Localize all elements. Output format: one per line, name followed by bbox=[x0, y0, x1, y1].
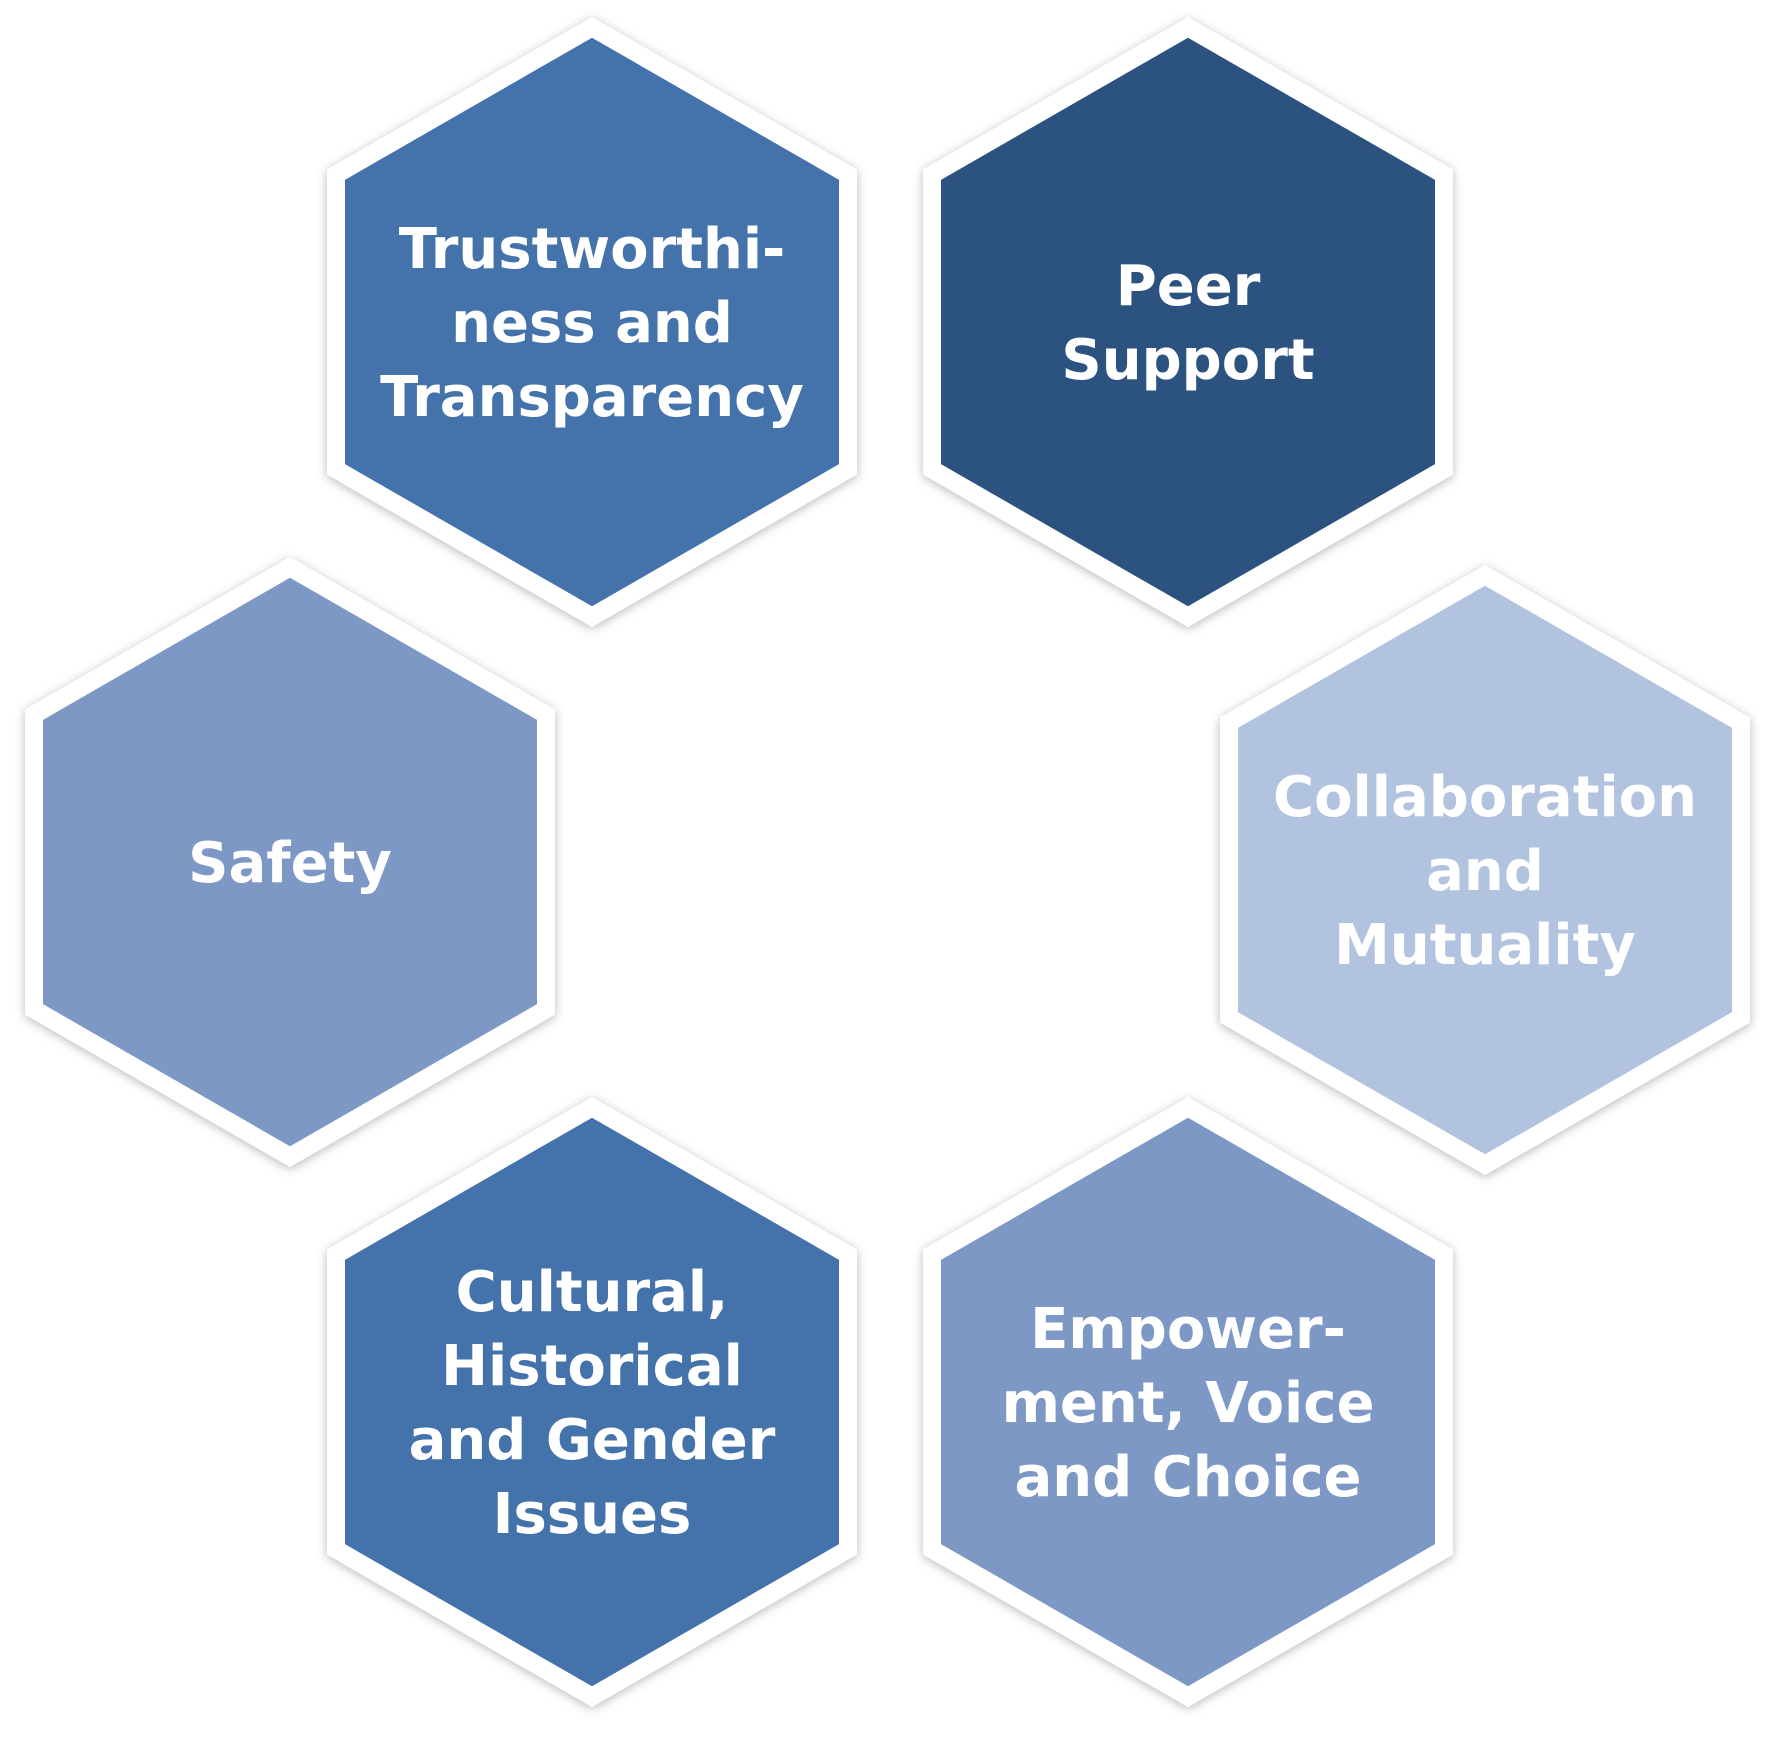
hexagon-safety: Safety bbox=[25, 557, 555, 1167]
hexagon-fill bbox=[1238, 585, 1732, 1155]
hexagon-label-line: Collaboration bbox=[1273, 765, 1697, 830]
hexagon-label-line: Cultural, bbox=[456, 1260, 729, 1325]
hexagon-label-line: ment, Voice bbox=[1002, 1371, 1375, 1436]
hexagon-fill bbox=[941, 37, 1435, 607]
hexagon-label-line: and Choice bbox=[1014, 1445, 1361, 1510]
hexagon-label-line: Issues bbox=[493, 1482, 692, 1547]
hexagon-label-line: and Gender bbox=[409, 1408, 776, 1473]
hexagon-label-line: ness and bbox=[451, 291, 733, 356]
hexagon-label-line: Peer bbox=[1116, 254, 1261, 319]
hexagon-empowerment: Empower-ment, Voice and Choice bbox=[923, 1097, 1453, 1707]
hexagon-fill bbox=[345, 1117, 839, 1687]
hexagon-label-line: Mutuality bbox=[1334, 913, 1636, 978]
hexagon-label-line: Historical bbox=[441, 1334, 743, 1399]
hexagon-label-line: Trustworthi- bbox=[399, 217, 786, 282]
hexagon-label-line: Transparency bbox=[380, 365, 804, 430]
hexagon-fill bbox=[941, 1117, 1435, 1687]
hexagon-label-line: Empower- bbox=[1030, 1297, 1346, 1362]
hexagon-fill bbox=[345, 37, 839, 607]
hexagon-fill bbox=[43, 577, 537, 1147]
hexagon-label-line: Support bbox=[1061, 328, 1314, 393]
hexagon-label-line: Safety bbox=[188, 831, 392, 896]
hexagon-label-line: and bbox=[1426, 839, 1544, 904]
